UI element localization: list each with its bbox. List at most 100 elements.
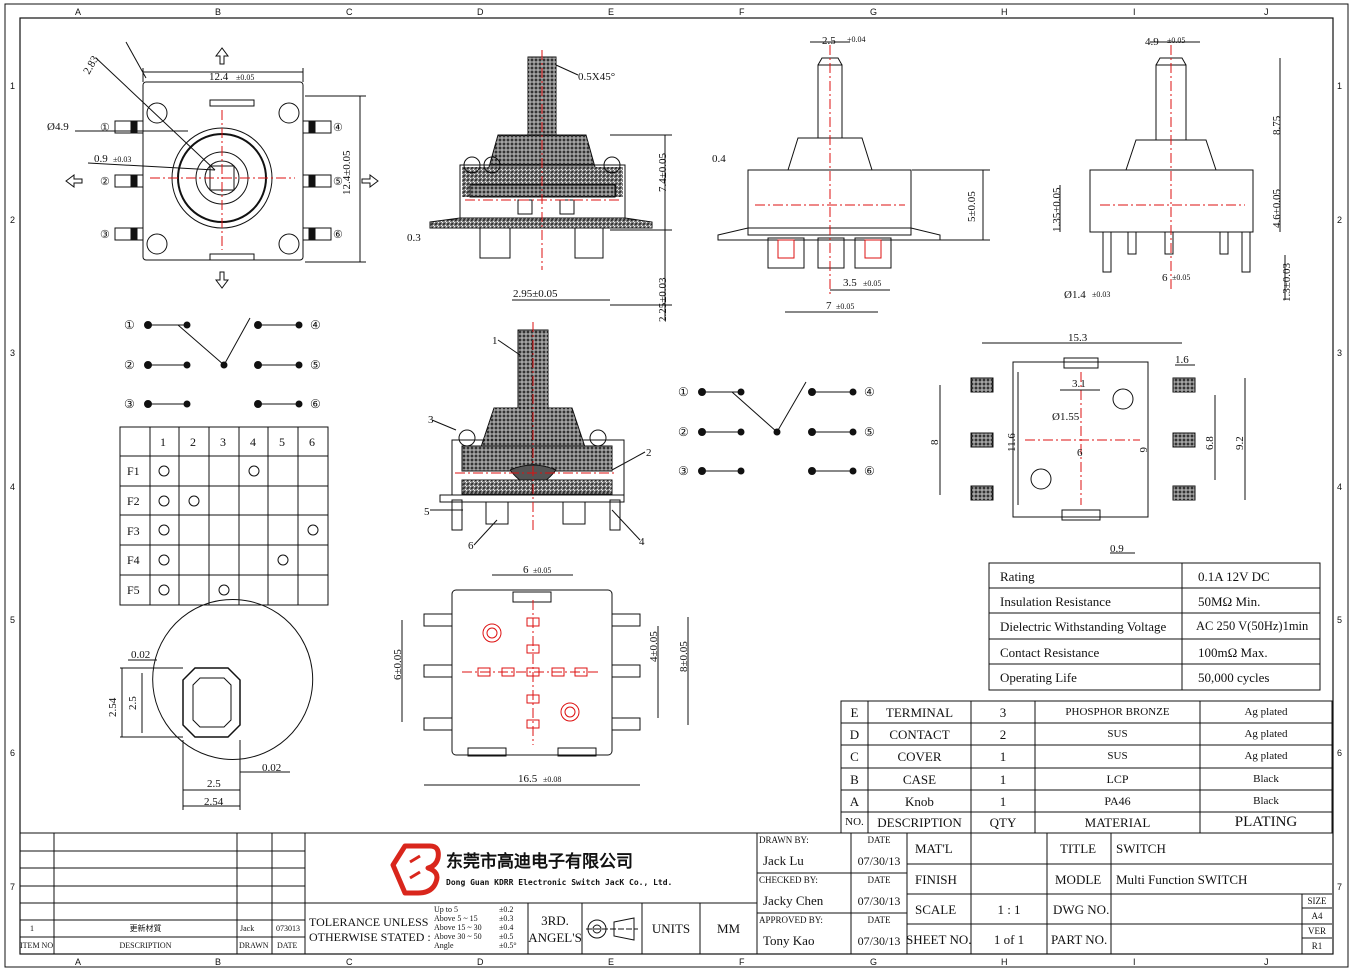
svg-text:D: D <box>477 957 484 967</box>
svg-text:±0.05: ±0.05 <box>836 302 854 311</box>
svg-text:⑤: ⑤ <box>333 176 343 188</box>
revision-date: 073013 <box>276 923 300 933</box>
svg-text:±0.05: ±0.05 <box>1172 273 1190 282</box>
revision-header-item: ITEM NO. <box>20 940 54 950</box>
svg-text:9.2: 9.2 <box>1234 436 1246 450</box>
tolerance-range: Above 30 ~ 50 <box>434 932 482 941</box>
svg-text:Ø1.4: Ø1.4 <box>1064 289 1086 301</box>
svg-text:4±0.05: 4±0.05 <box>648 631 660 662</box>
knob-detail-view <box>120 598 314 810</box>
spec-value: 50MΩ Min. <box>1198 593 1261 609</box>
svg-text:4.6±0.05: 4.6±0.05 <box>1271 188 1283 228</box>
svg-text:2.5: 2.5 <box>127 696 139 710</box>
bottom-view <box>401 574 689 786</box>
svg-text:②: ② <box>100 176 110 188</box>
svg-text:①: ① <box>100 122 110 134</box>
angle-label-1: 3RD. <box>541 912 569 928</box>
assembly-section-view <box>430 322 646 546</box>
spec-label: Insulation Resistance <box>1000 593 1111 609</box>
svg-text:G: G <box>870 7 877 17</box>
spec-label: Contact Resistance <box>1000 644 1100 660</box>
circuit-left-labels: ①②③ ④⑤⑥ <box>124 318 321 411</box>
svg-text:1.6: 1.6 <box>1175 354 1189 366</box>
revision-header-date: DATE <box>277 940 298 950</box>
drawn-date: 07/30/13 <box>857 853 901 868</box>
svg-text:Ø4.9: Ø4.9 <box>47 121 69 133</box>
bom-material: PA46 <box>1104 794 1131 808</box>
sheet-label: SHEET NO. <box>906 931 971 947</box>
bom-qty: 1 <box>999 793 1007 809</box>
svg-text:E: E <box>608 957 614 967</box>
svg-text:④: ④ <box>864 385 875 399</box>
svg-text:8±0.05: 8±0.05 <box>678 641 690 672</box>
tolerance-value: ±0.5 <box>499 932 514 941</box>
revision-header-description: DESCRIPTION <box>119 940 172 950</box>
revision-drawn: Jack <box>240 923 255 933</box>
svg-text:4: 4 <box>639 536 645 548</box>
drawn-by-name: Jack Lu <box>763 853 804 868</box>
finish-value <box>971 864 1047 894</box>
circuit-diagram-right <box>698 381 857 475</box>
size-value: A4 <box>1311 910 1323 921</box>
bom-material: SUS <box>1107 727 1128 740</box>
svg-text:⑥: ⑥ <box>864 464 875 478</box>
svg-text:16.5: 16.5 <box>518 773 538 785</box>
bom-desc: CONTACT <box>889 726 950 742</box>
bom-desc: Knob <box>905 793 934 809</box>
bom-header-desc: DESCRIPTION <box>877 815 962 830</box>
svg-text:H: H <box>1001 7 1008 17</box>
svg-text:6: 6 <box>523 564 529 576</box>
revision-description: 更新材質 <box>129 923 162 933</box>
svg-text:③: ③ <box>100 229 110 241</box>
svg-text:2: 2 <box>1337 215 1342 225</box>
svg-text:②: ② <box>678 425 689 439</box>
bom-plating: Ag plated <box>1244 727 1288 740</box>
part-label: PART NO. <box>1051 931 1108 947</box>
svg-text:C: C <box>346 957 353 967</box>
svg-text:B: B <box>215 957 221 967</box>
title-block-grid <box>20 832 1332 954</box>
bom-plating: Black <box>1253 794 1279 807</box>
svg-text:±0.05: ±0.05 <box>236 73 254 82</box>
svg-text:③: ③ <box>124 397 135 411</box>
circuit-diagram-left <box>144 317 303 408</box>
svg-text:5: 5 <box>1337 615 1342 625</box>
checked-date: 07/30/13 <box>857 893 901 908</box>
tolerance-range: Above 15 ~ 30 <box>434 923 482 932</box>
svg-text:3: 3 <box>428 414 434 426</box>
bom-header-material: MATERIAL <box>1084 815 1151 830</box>
bom-header-no: NO. <box>845 816 864 828</box>
svg-text:6: 6 <box>309 435 315 449</box>
side-view-2-labels: 4.9±0.05 8.75 4.6±0.05 1.35±0.05 1.3±0.0… <box>1051 36 1293 302</box>
svg-text:⑥: ⑥ <box>310 397 321 411</box>
bom-qty: 1 <box>999 749 1007 764</box>
title-value: SWITCH <box>1116 841 1166 856</box>
spec-label: Dielectric Withstanding Voltage <box>1000 619 1167 634</box>
matl-label: MAT'L <box>915 841 953 856</box>
svg-text:±0.03: ±0.03 <box>1092 290 1110 299</box>
tolerance-value: ±0.4 <box>499 923 514 932</box>
date-label: DATE <box>867 874 891 885</box>
checked-by-label: CHECKED BY: <box>759 874 818 885</box>
svg-text:15.3: 15.3 <box>1068 332 1088 344</box>
svg-text:2: 2 <box>190 435 196 449</box>
units-value: MM <box>716 921 741 936</box>
ver-value: R1 <box>1311 940 1323 951</box>
svg-text:A: A <box>75 957 81 967</box>
sheet-border <box>4 3 1349 968</box>
truth-table-marks <box>158 465 319 596</box>
svg-text:①: ① <box>678 385 689 399</box>
svg-text:6.8: 6.8 <box>1204 436 1216 450</box>
svg-text:③: ③ <box>678 464 689 478</box>
svg-text:6: 6 <box>468 540 474 552</box>
tolerance-value: ±0.5° <box>499 941 517 950</box>
scale-label: SCALE <box>915 901 957 917</box>
date-label: DATE <box>867 914 891 925</box>
svg-text:H: H <box>1001 957 1008 967</box>
svg-text:1.3±0.03: 1.3±0.03 <box>1281 262 1293 302</box>
svg-text:0.5X45°: 0.5X45° <box>578 71 615 83</box>
svg-text:3: 3 <box>220 435 226 449</box>
